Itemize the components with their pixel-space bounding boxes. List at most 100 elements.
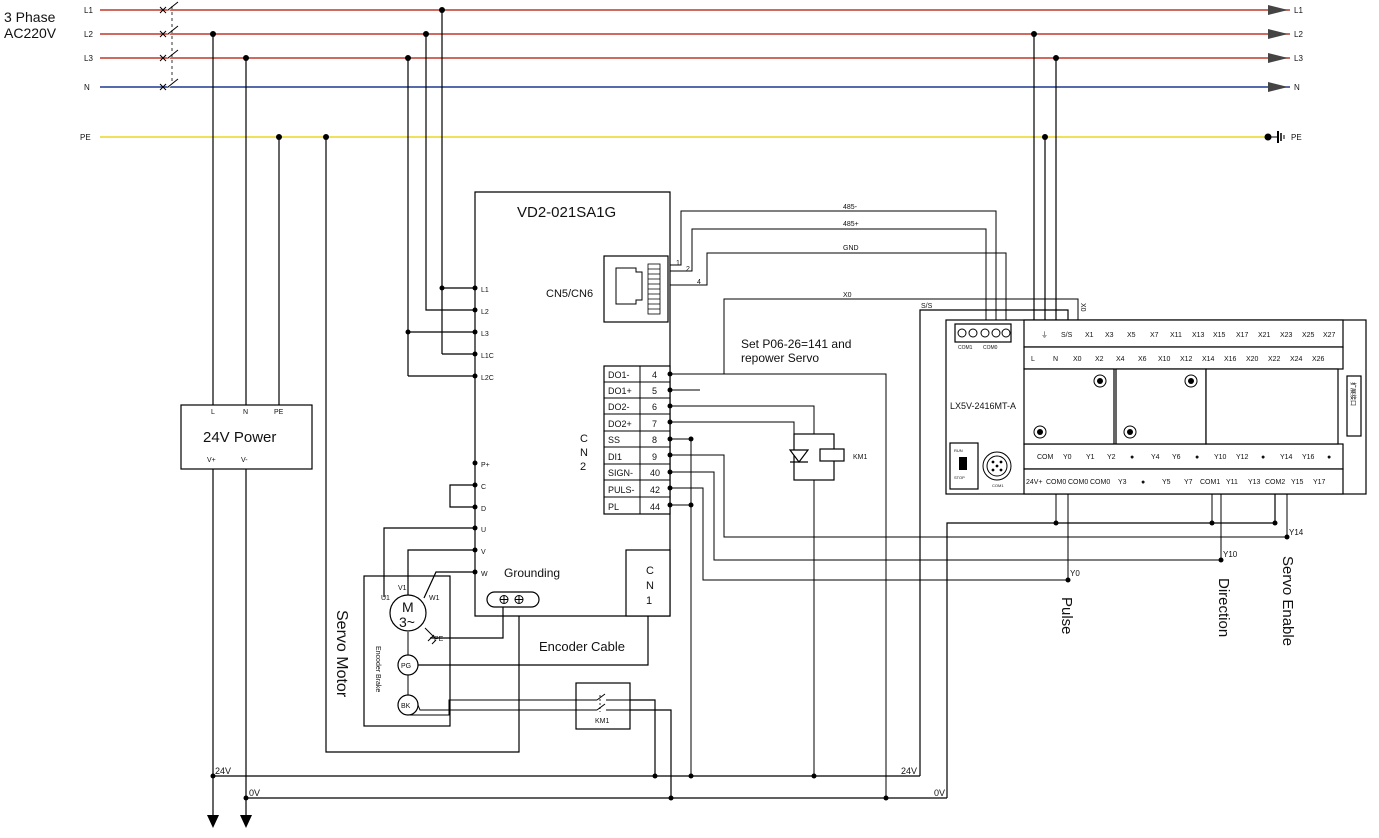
cn2-wiring [667,298,1288,801]
terminal-l2c: L2C [481,375,494,382]
supply-title-line2: AC220V [4,25,57,41]
cn2-letter-c: C [580,433,588,445]
motor-phase-u1: U1 [381,595,390,602]
plc-out-top-2: Y1 [1086,454,1095,461]
terminal-w: W [481,571,488,578]
signal-pulse-label: Pulse [1058,597,1075,635]
cn2-pin-8: 8 [652,435,657,445]
encoder-cable-label: Encoder Cable [539,639,625,654]
plc-in-9: X16 [1224,356,1237,363]
note-line2: repower Servo [741,351,819,365]
terminal-v: V [481,549,486,556]
cn56-pin-2: 2 [686,266,690,273]
cn5-cn6-port: CN5/CN6 1 2 4 [546,255,701,323]
wire-label-485-minus: 485- [843,204,858,211]
brake-circuit: KM1 [408,682,674,801]
grounding-bar: Grounding [486,566,560,608]
cn2-name-do2-plus: DO2+ [608,419,632,429]
cn2-name-di1: DI1 [608,452,622,462]
rail-0v-label-left: 0V [249,788,260,798]
plc-in-6: X10 [1158,356,1171,363]
signal-labels: Y0 Y10 Y14 Pulse Direction Servo Enable [1058,528,1304,646]
plc-top-4: X5 [1127,332,1136,339]
plc-side-label: 扩展接口 [1349,382,1357,406]
psu-input-n: N [243,409,248,416]
plc-out-bot-13: Y17 [1313,479,1326,486]
servo-motor-title: Servo Motor [333,610,350,698]
plc-second-row: L N X0 X2 X4 X6 X10 X12 X14 X16 X20 X22 … [1031,356,1325,363]
signal-y10-tag: Y10 [1223,550,1238,559]
supply-line-labels: L1 L2 L3 N PE L1 L2 L3 N PE [80,6,1303,142]
encoder-pg-label: PG [401,663,411,670]
motor-symbol-3phase: 3~ [399,614,415,630]
terminal-c: C [481,484,486,491]
note-line1: Set P06-26=141 and [741,337,851,351]
rail-0v-arrow-icon [240,815,252,828]
plc-out-bot-7: Y7 [1184,479,1193,486]
plc-out-bot-4: Y3 [1118,479,1127,486]
cn2-pin-4: 4 [652,370,657,380]
plc-out-bot-5: ● [1141,479,1145,486]
plc-out-top-6: Y6 [1172,454,1181,461]
power-supply-box [180,404,313,470]
plc-model: LX5V-2416MT-A [950,401,1016,411]
cn1-letter-c: C [646,565,654,577]
cn2-name-sign: SIGN- [608,468,633,478]
plc-in-7: X12 [1180,356,1193,363]
cn2-name-do2-minus: DO2- [608,402,630,412]
plc-out-top-3: Y2 [1107,454,1116,461]
plc-top-row: ⏚ S/S X1 X3 X5 X7 X11 X13 X15 X17 X21 X2… [1041,331,1336,339]
drive-power-terminals: L1 L2 L3 L1C L2C [472,285,494,382]
ground-icon [1270,131,1285,143]
psu-input-l: L [211,409,215,416]
psu-title: 24V Power [203,429,276,446]
label-l2-right: L2 [1294,30,1303,39]
plc-out-top-11: Y14 [1280,454,1293,461]
plc-out-top-4: ● [1130,454,1134,461]
plc-out-top-8: Y10 [1214,454,1227,461]
terminal-p-plus: P+ [481,462,490,469]
cn2-name-puls: PULS- [608,485,635,495]
rail-0v-label-right: 0V [934,788,945,798]
plc-top-10: X21 [1258,332,1271,339]
cn2-name-do1-plus: DO1+ [608,386,632,396]
label-l3-right: L3 [1294,54,1303,63]
motor-phase-v1: V1 [398,585,407,592]
wire-label-ss: S/S [921,303,933,310]
cn2-name-pl: PL [608,502,619,512]
plc-out-bot-3: COM0 [1090,479,1110,486]
cn2-pin-40: 40 [650,468,660,478]
cn56-pin-4: 4 [697,279,701,286]
encoder-brake-label: Encoder Brake [374,646,381,692]
cn56-label: CN5/CN6 [546,288,593,300]
arrow-l3-icon [1268,53,1288,63]
plc-out-top-5: Y4 [1151,454,1160,461]
plc-top-5: X7 [1150,332,1159,339]
plc-in-4: X4 [1116,356,1125,363]
plc-out-top-7: ● [1195,454,1199,461]
plc-in-11: X22 [1268,356,1281,363]
plc-com-wires [1053,494,1290,583]
run-stop-lever [959,457,967,470]
plc-com1-label: COM1 [958,345,973,351]
plc-top-0: ⏚ [1041,331,1048,339]
motor-pe-label: PE [434,636,444,643]
run-label: RUN [954,448,963,453]
cn2-pin-44: 44 [650,502,660,512]
plc-comm-terminal [954,323,1012,343]
terminal-d: D [481,506,486,513]
plc-feed-wires [1031,31,1059,355]
label-pe-left: PE [80,133,91,142]
brake-bk-label: BK [401,703,411,710]
label-l2-left: L2 [84,30,93,39]
signal-direction-label: Direction [1215,578,1232,637]
wire-label-gnd: GND [843,245,859,252]
drive-model: VD2-021SA1G [517,204,616,221]
motor-symbol-m: M [402,599,414,615]
psu-output-vplus: V+ [207,457,216,464]
plc-top-11: X23 [1280,332,1293,339]
terminal-l3: L3 [481,331,489,338]
plc-top-6: X11 [1170,332,1182,339]
relay-label: KM1 [853,454,868,461]
